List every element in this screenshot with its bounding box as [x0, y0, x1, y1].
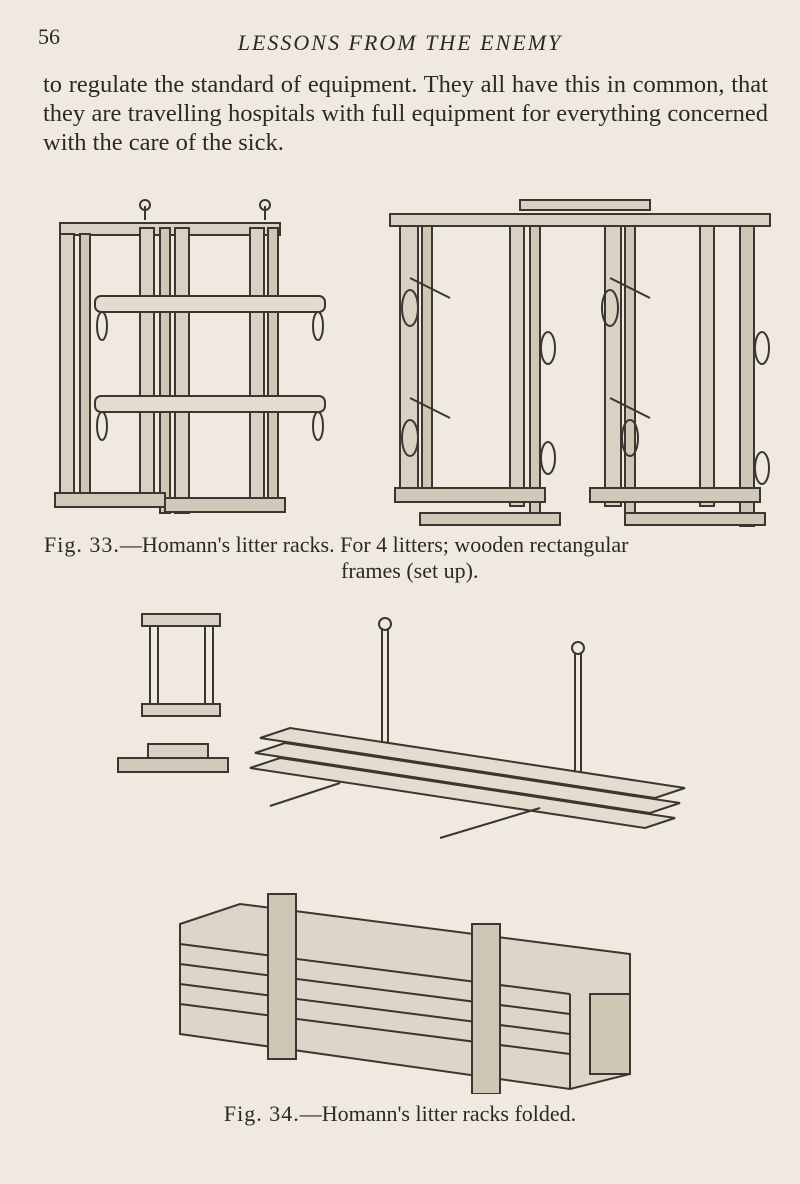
figure-34-caption: Fig. 34.—Homann's litter racks folded.	[0, 1101, 800, 1127]
small-frame-piece	[117, 613, 229, 773]
left-rack-frame	[54, 199, 326, 514]
running-head: LESSONS FROM THE ENEMY	[237, 30, 563, 55]
figure-34-parts-illustration	[110, 608, 710, 848]
figure-34-caption-text: —Homann's litter racks folded.	[299, 1101, 577, 1126]
figure-33-caption: Fig. 33.—Homann's litter racks. For 4 li…	[44, 532, 784, 584]
right-rack-frames	[389, 199, 771, 527]
figure-33-caption-line2: frames (set up).	[341, 558, 479, 583]
figure-34-folded-illustration	[160, 884, 660, 1094]
body-paragraph: to regulate the standard of equipment. T…	[43, 71, 768, 156]
figure-34-label: Fig. 34.	[223, 1101, 300, 1126]
figure-33-label: Fig. 33.	[44, 532, 120, 557]
page-number: 56	[38, 24, 60, 49]
figure-33-illustration	[50, 198, 790, 528]
figure-33-caption-line1: —Homann's litter racks. For 4 litters; w…	[119, 532, 629, 557]
poles-and-rods	[249, 617, 686, 839]
